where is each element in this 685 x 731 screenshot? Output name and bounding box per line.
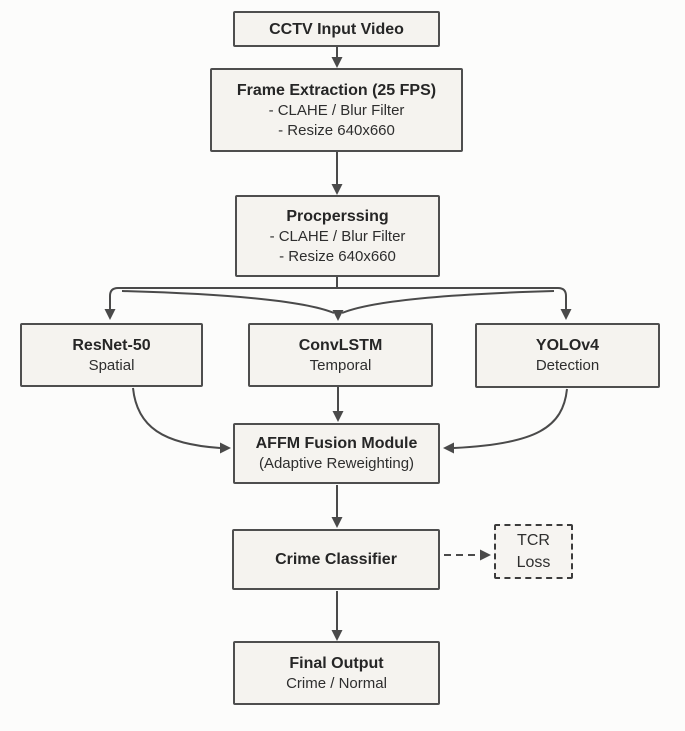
node-subtitle: Crime / Normal	[286, 674, 387, 692]
node-yolov4: YOLOv4 Detection	[475, 323, 660, 388]
node-detail: - Resize 640x660	[278, 121, 395, 139]
node-resnet-50: ResNet-50 Spatial	[20, 323, 203, 387]
node-cctv-input-video: CCTV Input Video	[233, 11, 440, 47]
node-subtitle: Detection	[535, 357, 600, 374]
node-title: Frame Extraction (25 FPS)	[236, 81, 437, 99]
node-title: ConvLSTM	[298, 336, 383, 354]
node-detail: - CLAHE / Blur Filter	[269, 227, 406, 245]
branch-preprocessing-split	[104, 277, 572, 321]
arrow-resnet-to-affm	[132, 387, 231, 454]
arrow-yolov4-to-affm	[443, 388, 568, 454]
node-detail: - Resize 640x660	[279, 247, 396, 265]
node-subtitle: (Adaptive Reweighting)	[258, 455, 415, 472]
node-title: Procperssing	[286, 207, 389, 225]
node-title: ResNet-50	[72, 336, 151, 354]
node-title: CCTV Input Video	[269, 20, 404, 38]
node-title: YOLOv4	[535, 337, 600, 354]
node-final-output: Final Output Crime / Normal	[233, 641, 440, 705]
arrow-classifier-to-tcr-loss	[444, 549, 491, 561]
node-convlstm: ConvLSTM Temporal	[248, 323, 433, 387]
node-title: Crime Classifier	[275, 551, 397, 568]
node-title: Loss	[516, 553, 551, 571]
node-affm-fusion-module: AFFM Fusion Module (Adaptive Reweighting…	[233, 423, 440, 484]
arrow-frame-extraction-to-preprocessing	[331, 152, 343, 195]
node-frame-extraction: Frame Extraction (25 FPS) - CLAHE / Blur…	[210, 68, 463, 152]
arrow-affm-to-classifier	[331, 485, 343, 528]
arrow-cctv-to-frame-extraction	[331, 47, 343, 68]
node-subtitle: Spatial	[88, 356, 135, 374]
node-detail: - CLAHE / Blur Filter	[268, 101, 405, 119]
node-title: Final Output	[289, 654, 384, 672]
node-tcr-loss: TCR Loss	[494, 524, 573, 579]
node-crime-classifier: Crime Classifier	[232, 529, 440, 590]
node-title: TCR	[517, 531, 550, 549]
arrow-classifier-to-final-output	[331, 591, 343, 641]
arrow-convlstm-to-affm	[332, 387, 344, 422]
node-preprocessing: Procperssing - CLAHE / Blur Filter - Res…	[235, 195, 440, 277]
node-title: AFFM Fusion Module	[255, 435, 418, 452]
node-subtitle: Temporal	[309, 356, 372, 374]
